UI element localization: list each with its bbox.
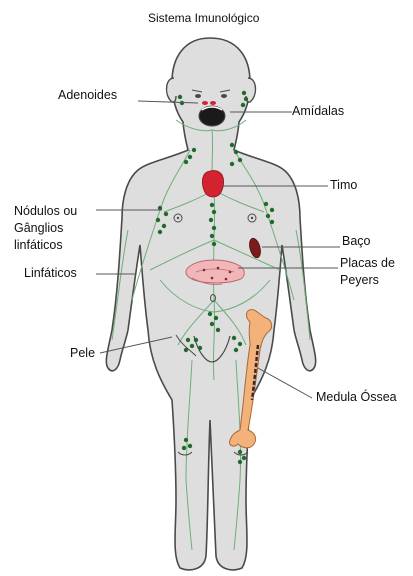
- label-baco: Baço: [342, 234, 371, 249]
- label-pele: Pele: [70, 346, 95, 361]
- label-adenoides: Adenoides: [58, 88, 117, 103]
- label-placas-line2: Peyers: [340, 273, 395, 288]
- adenoid-mark: [202, 101, 208, 105]
- label-timo: Timo: [330, 178, 357, 193]
- label-nodulos-line1: Nódulos ou: [14, 204, 77, 219]
- label-linfaticos: Linfáticos: [24, 266, 77, 281]
- diagram-title: Sistema Imunológico: [148, 11, 259, 26]
- thymus: [202, 171, 223, 198]
- label-amidalas: Amídalas: [292, 104, 344, 119]
- label-placas-line1: Placas de: [340, 256, 395, 271]
- label-nodulos-line3: linfáticos: [14, 238, 77, 253]
- label-nodulos-ganglios: Nódulos ou Gânglios linfáticos: [14, 204, 77, 253]
- label-medula-ossea: Medula Óssea: [316, 390, 397, 405]
- label-placas-peyers: Placas de Peyers: [340, 256, 395, 288]
- label-nodulos-line2: Gânglios: [14, 221, 77, 236]
- leader-medula: [258, 368, 312, 398]
